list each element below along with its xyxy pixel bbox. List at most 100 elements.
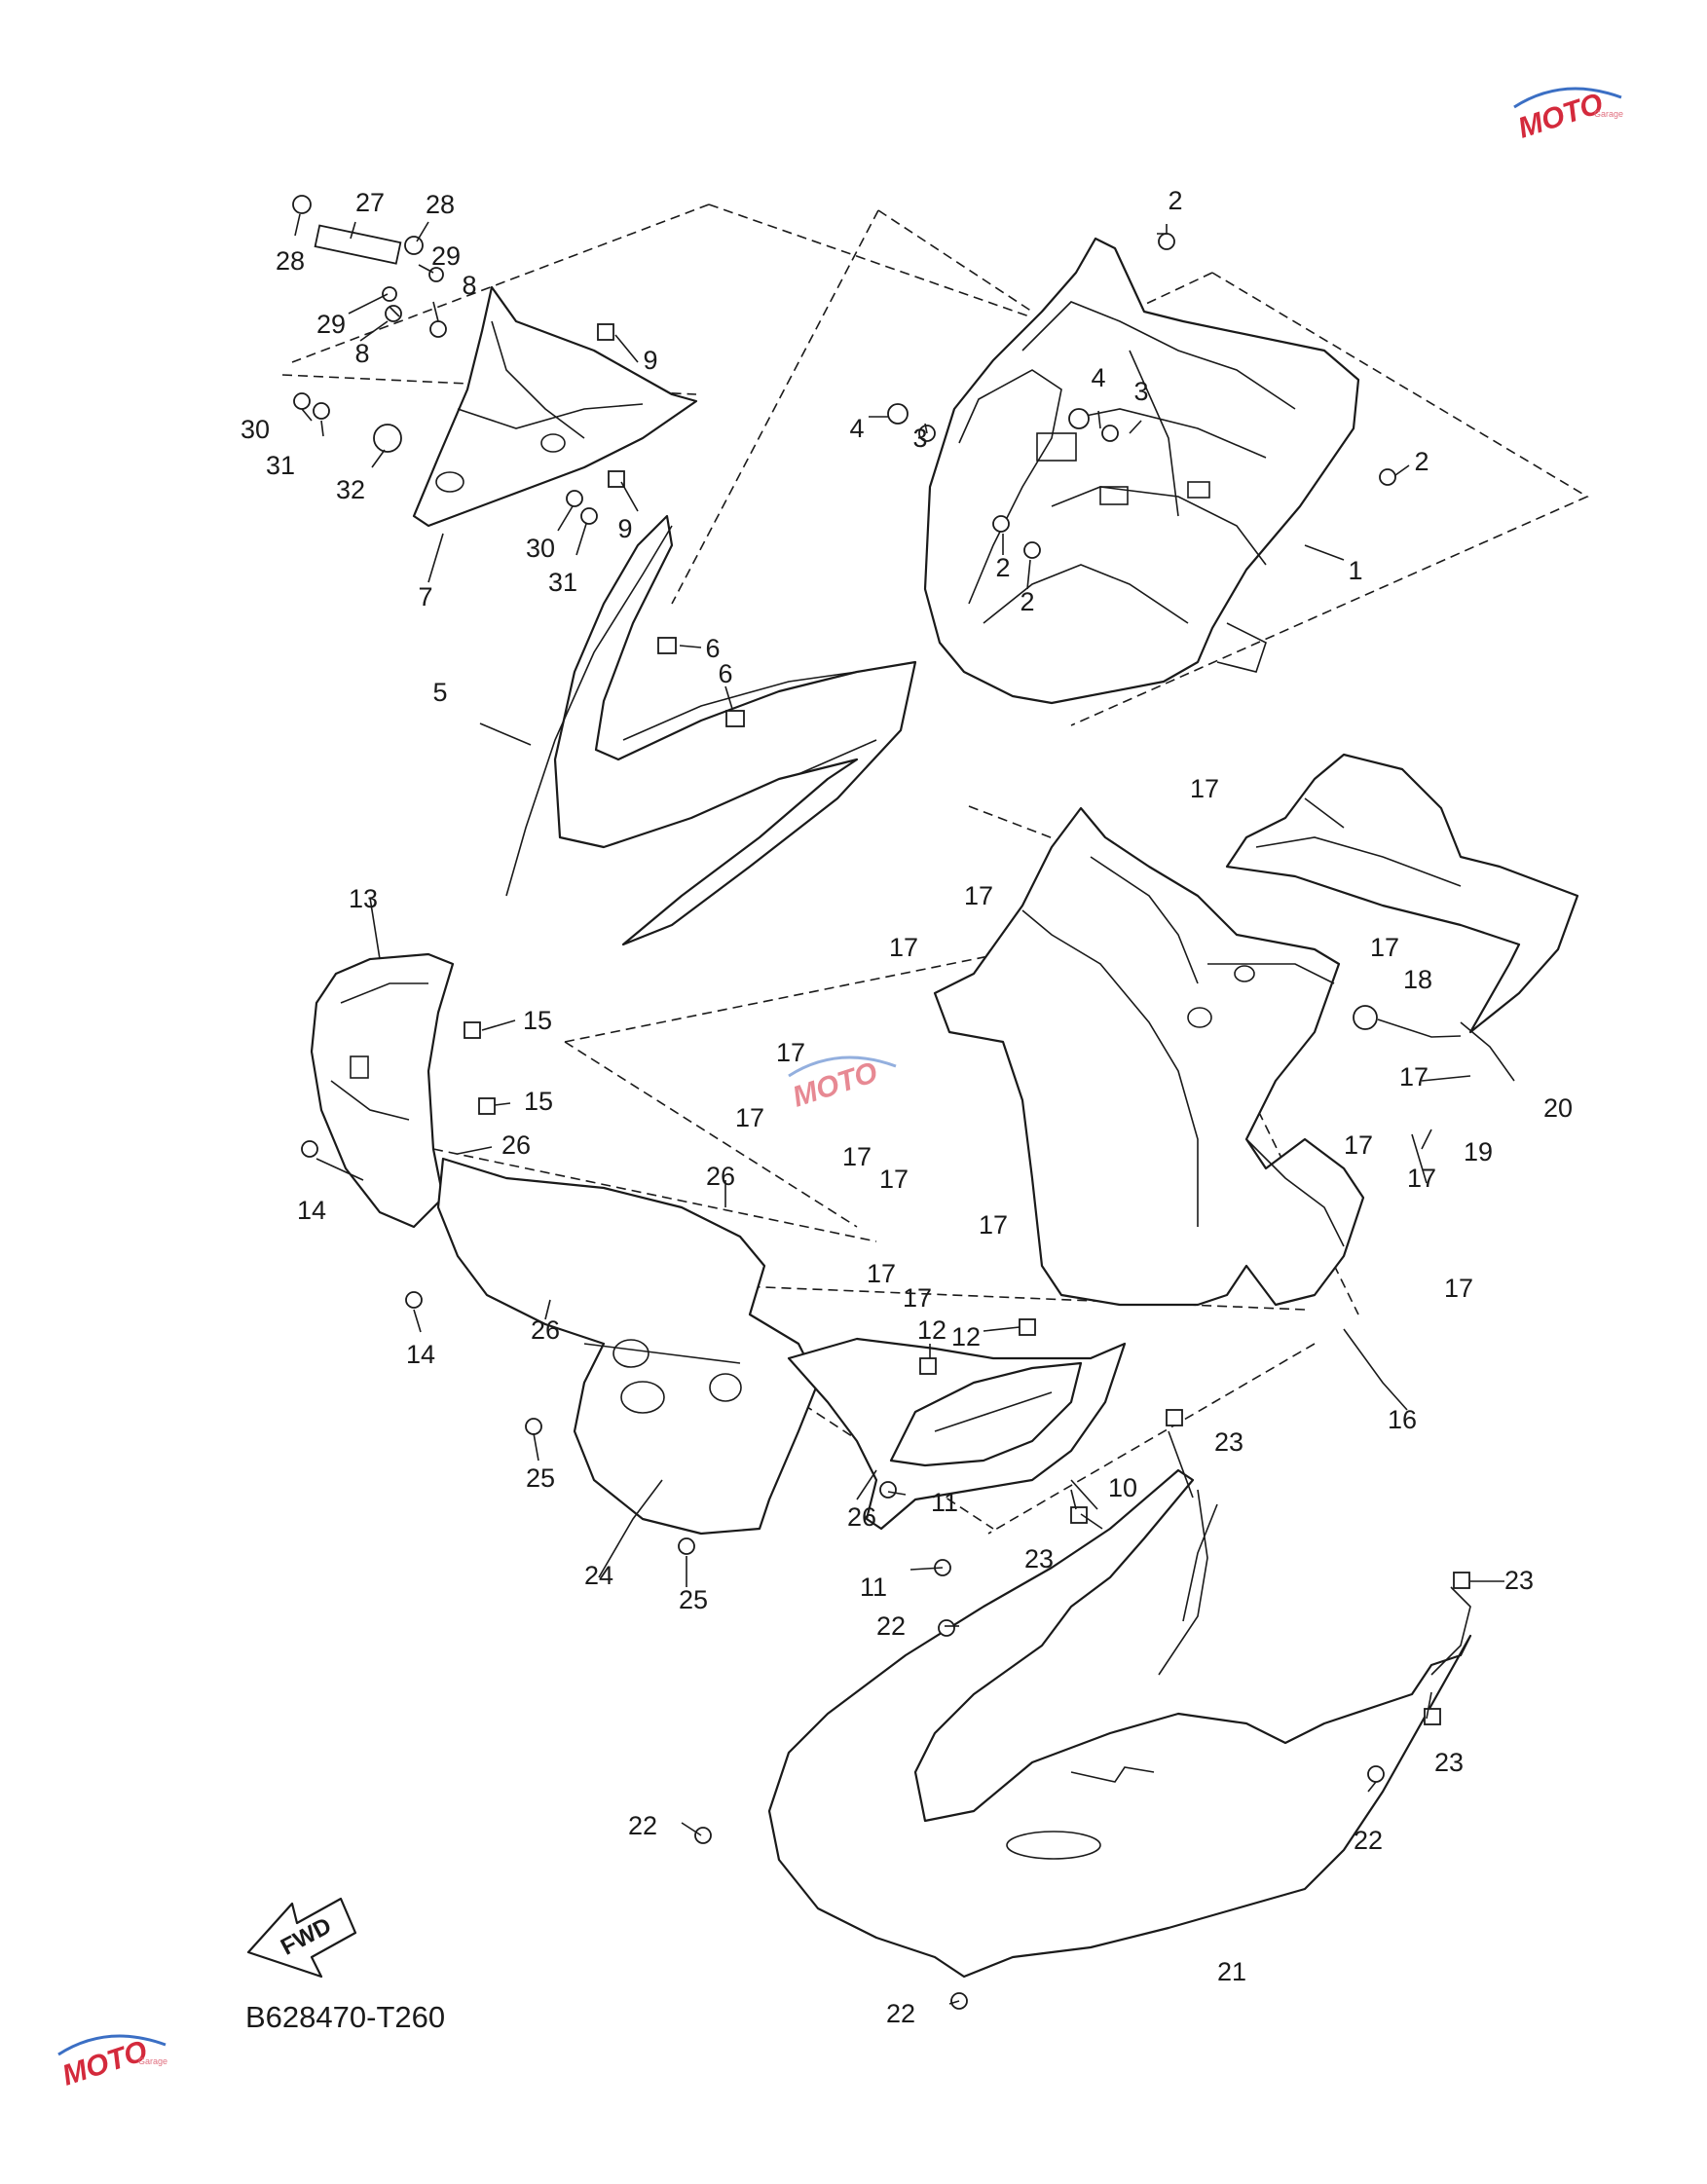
clip-12a — [919, 1357, 937, 1375]
callout-30: 30 — [241, 415, 270, 444]
leader-lines — [294, 213, 1515, 2005]
bracket-27 — [314, 224, 402, 265]
callout-2: 2 — [1414, 447, 1429, 476]
nut-8b — [429, 320, 447, 338]
callout-23: 23 — [1434, 1748, 1464, 1777]
screw-11a — [879, 1481, 897, 1499]
screw-2d — [1023, 541, 1041, 559]
callout-9: 9 — [617, 514, 632, 543]
callout-17: 17 — [1344, 1130, 1373, 1160]
washer-30b — [566, 490, 583, 507]
screw-25a — [525, 1418, 542, 1435]
callout-22: 22 — [1354, 1826, 1383, 1855]
screw-22b — [694, 1827, 712, 1844]
part-7-upper-visor — [412, 285, 698, 528]
callout-31: 31 — [548, 568, 577, 597]
screw-14a — [301, 1140, 318, 1158]
callout-17: 17 — [879, 1165, 909, 1194]
callout-12: 12 — [917, 1315, 946, 1345]
clip-15a — [464, 1021, 481, 1039]
washer-3b — [1101, 425, 1119, 442]
callout-29: 29 — [431, 241, 461, 271]
clip-23c — [1453, 1572, 1470, 1589]
part-5-windscreen-panel — [505, 514, 917, 946]
clip-15b — [478, 1097, 496, 1115]
watermark-logo-bottom: MOTO Garage — [57, 2035, 167, 2092]
grommet-32 — [373, 424, 402, 453]
callout-22: 22 — [628, 1811, 657, 1840]
callout-2: 2 — [995, 553, 1010, 582]
diagram-code: B628470-T260 — [245, 2000, 445, 2034]
watermark-brand: MOTO — [58, 2035, 151, 2092]
callout-26: 26 — [501, 1130, 531, 1160]
clip-23a — [1166, 1409, 1183, 1426]
callout-16: 16 — [1388, 1405, 1417, 1434]
screw-28b — [404, 236, 424, 255]
part-10-side-logo-panel — [787, 1337, 1127, 1531]
nut-31a — [313, 402, 330, 420]
callout-17: 17 — [903, 1283, 932, 1313]
callout-15: 15 — [524, 1087, 553, 1116]
watermark-brand: MOTO — [1514, 88, 1607, 145]
callout-24: 24 — [584, 1561, 613, 1590]
callout-13: 13 — [349, 884, 378, 913]
watermark-sub: Garage — [138, 2056, 167, 2066]
callout-17: 17 — [735, 1103, 764, 1132]
callout-18: 18 — [1403, 965, 1432, 994]
clip-6a — [657, 637, 677, 654]
part-1-front-cowl — [923, 237, 1360, 705]
nut-8a — [385, 305, 402, 322]
screw-22c — [1367, 1765, 1385, 1783]
callout-17: 17 — [867, 1259, 896, 1288]
part-21-floor-board — [767, 1468, 1472, 1979]
callout-3: 3 — [912, 424, 927, 453]
callout-4: 4 — [1091, 363, 1105, 392]
callout-19: 19 — [1464, 1137, 1493, 1166]
callout-17: 17 — [1444, 1274, 1473, 1303]
callout-27: 27 — [355, 188, 385, 217]
callout-25: 25 — [679, 1585, 708, 1614]
callout-labels: 1 2 2 2 2 3 3 4 4 5 6 6 7 8 8 9 9 10 11 … — [241, 186, 1573, 2028]
callout-20: 20 — [1543, 1093, 1573, 1123]
callout-17: 17 — [1370, 933, 1399, 962]
part-16-inner-leg-shield — [933, 806, 1365, 1307]
screw-28a — [292, 195, 312, 214]
callout-1: 1 — [1348, 556, 1362, 585]
callout-14: 14 — [406, 1340, 435, 1369]
clip-9b — [608, 470, 625, 488]
clip-9a — [597, 323, 614, 341]
bolt-4b — [1068, 408, 1090, 429]
callout-17: 17 — [776, 1038, 805, 1067]
callout-7: 7 — [418, 582, 432, 611]
callout-23: 23 — [1024, 1544, 1054, 1573]
callout-10: 10 — [1108, 1473, 1137, 1502]
fwd-arrow: FWD — [246, 1897, 357, 1979]
callout-30: 30 — [526, 534, 555, 563]
callout-9: 9 — [643, 346, 657, 375]
callout-5: 5 — [432, 678, 447, 707]
callout-8: 8 — [462, 271, 476, 300]
washer-29b — [428, 267, 444, 282]
nut-18 — [1353, 1005, 1378, 1030]
callout-17: 17 — [964, 881, 993, 910]
callout-32: 32 — [336, 475, 365, 504]
callout-23: 23 — [1214, 1427, 1243, 1457]
callout-31: 31 — [266, 451, 295, 480]
callout-12: 12 — [951, 1322, 981, 1351]
callout-4: 4 — [849, 414, 864, 443]
callout-22: 22 — [876, 1611, 906, 1641]
callout-17: 17 — [842, 1142, 872, 1171]
callout-14: 14 — [297, 1196, 326, 1225]
bolt-4a — [887, 403, 909, 425]
callout-25: 25 — [526, 1463, 555, 1493]
callout-21: 21 — [1217, 1957, 1246, 1986]
callout-2: 2 — [1020, 587, 1034, 616]
washer-29a — [382, 286, 397, 302]
callout-8: 8 — [354, 339, 369, 368]
clip-23b — [1070, 1506, 1088, 1524]
callout-3: 3 — [1133, 377, 1148, 406]
spring-19 — [1411, 1133, 1428, 1184]
callout-26: 26 — [706, 1162, 735, 1191]
callout-11: 11 — [931, 1488, 958, 1517]
watermark-sub: Garage — [1594, 109, 1623, 119]
